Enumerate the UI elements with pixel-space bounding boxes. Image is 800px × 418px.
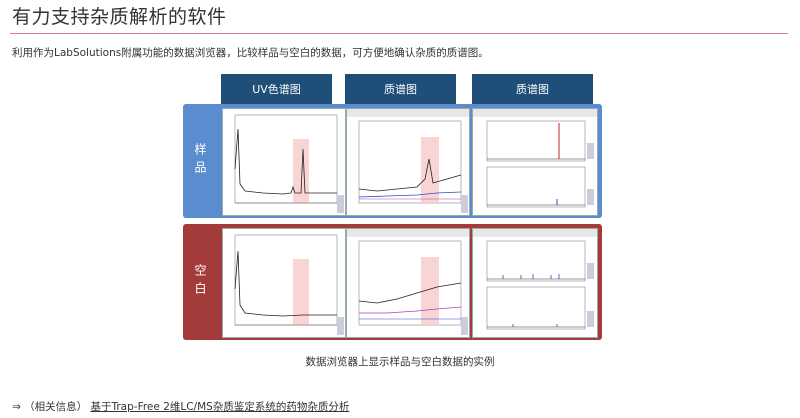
sample-uv-chromatogram [222,108,346,216]
sample-mass-spectrum-graphic [473,109,597,208]
blank-mass-spectrum-graphic [473,229,597,330]
blank-uv-chromatogram [222,228,346,338]
arrow-icon: ⇒ [12,401,21,413]
sample-mass-chromatogram [346,108,470,216]
blank-mass-chromatogram [346,228,470,338]
row-label-sample: 样品 [183,104,217,218]
related-link[interactable]: 基于Trap-Free 2维LC/MS杂质鉴定系统的药物杂质分析 [90,401,350,413]
sample-uv-chromatogram-graphic [223,109,345,215]
row-label-blank-text: 空白 [193,264,207,300]
page-title: 有力支持杂质解析的软件 [12,6,227,28]
sample-mass-spectrum [472,108,598,216]
related-prefix: （相关信息） [24,401,88,413]
column-header-uv: UV色谱图 [221,74,332,104]
row-label-blank: 空白 [183,224,217,340]
row-label-sample-text: 样品 [193,143,207,179]
column-header-ms-2: 质谱图 [472,74,593,104]
figure-caption: 数据浏览器上显示样品与空白数据的实例 [305,356,495,368]
blank-mass-spectrum [472,228,598,338]
intro-text: 利用作为LabSolutions附属功能的数据浏览器，比较样品与空白的数据，可方… [12,47,489,59]
title-divider [10,33,788,34]
sample-mass-chromatogram-graphic [347,109,469,213]
blank-uv-chromatogram-graphic [234,234,344,335]
blank-mass-chromatogram-graphic [347,229,469,335]
related-info: ⇒ （相关信息） 基于Trap-Free 2维LC/MS杂质鉴定系统的药物杂质分… [12,399,349,414]
column-header-ms-1: 质谱图 [345,74,456,104]
